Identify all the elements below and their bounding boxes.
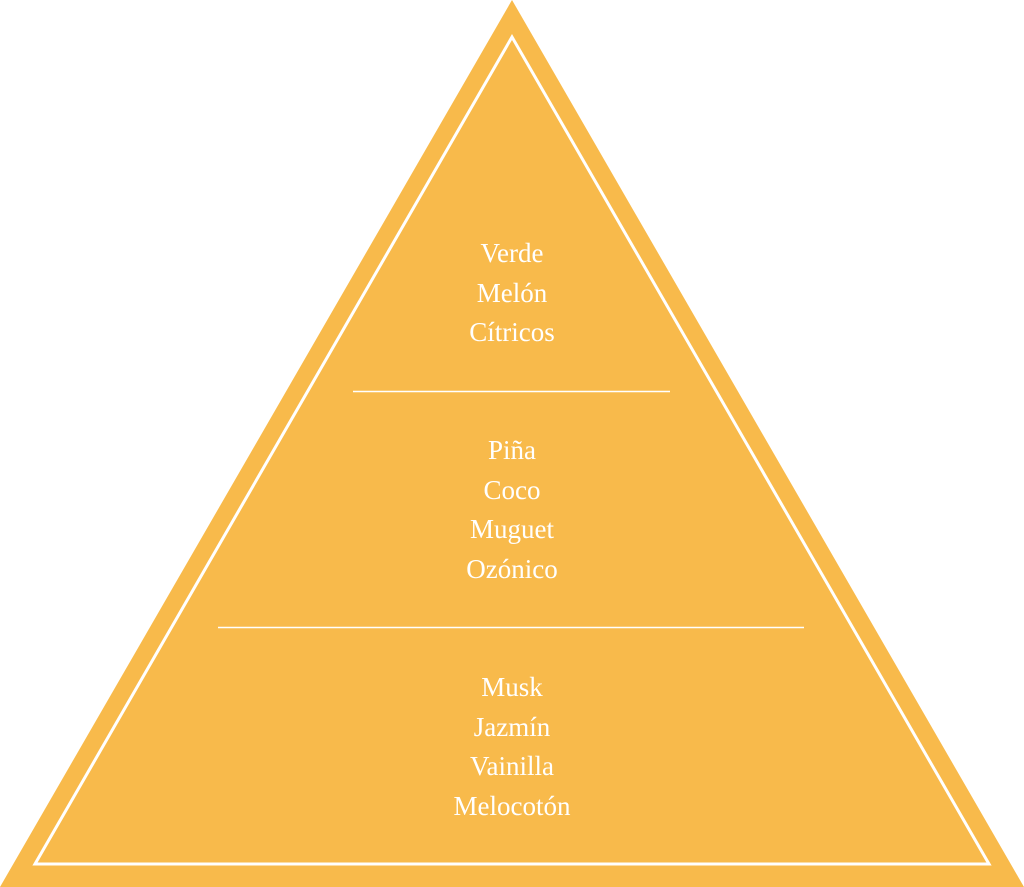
pyramid-inner-border xyxy=(32,33,992,866)
note: Piña xyxy=(487,435,536,465)
note: Coco xyxy=(483,474,541,505)
note: Verde xyxy=(480,238,544,268)
note: Melón xyxy=(476,277,548,308)
note: Jazmín xyxy=(473,711,551,742)
note: Cítricos xyxy=(469,317,555,347)
top-notes: Verde Melón Cítricos xyxy=(312,234,712,353)
heart-notes: Piña Coco Muguet Ozónico xyxy=(312,431,712,589)
note: Musk xyxy=(481,672,543,702)
note: Muguet xyxy=(470,514,554,544)
note: Melocotón xyxy=(453,790,571,821)
base-notes: Musk Jazmín Vainilla Melocotón xyxy=(312,668,712,826)
note: Ozónico xyxy=(466,553,558,584)
note: Vainilla xyxy=(470,751,554,781)
